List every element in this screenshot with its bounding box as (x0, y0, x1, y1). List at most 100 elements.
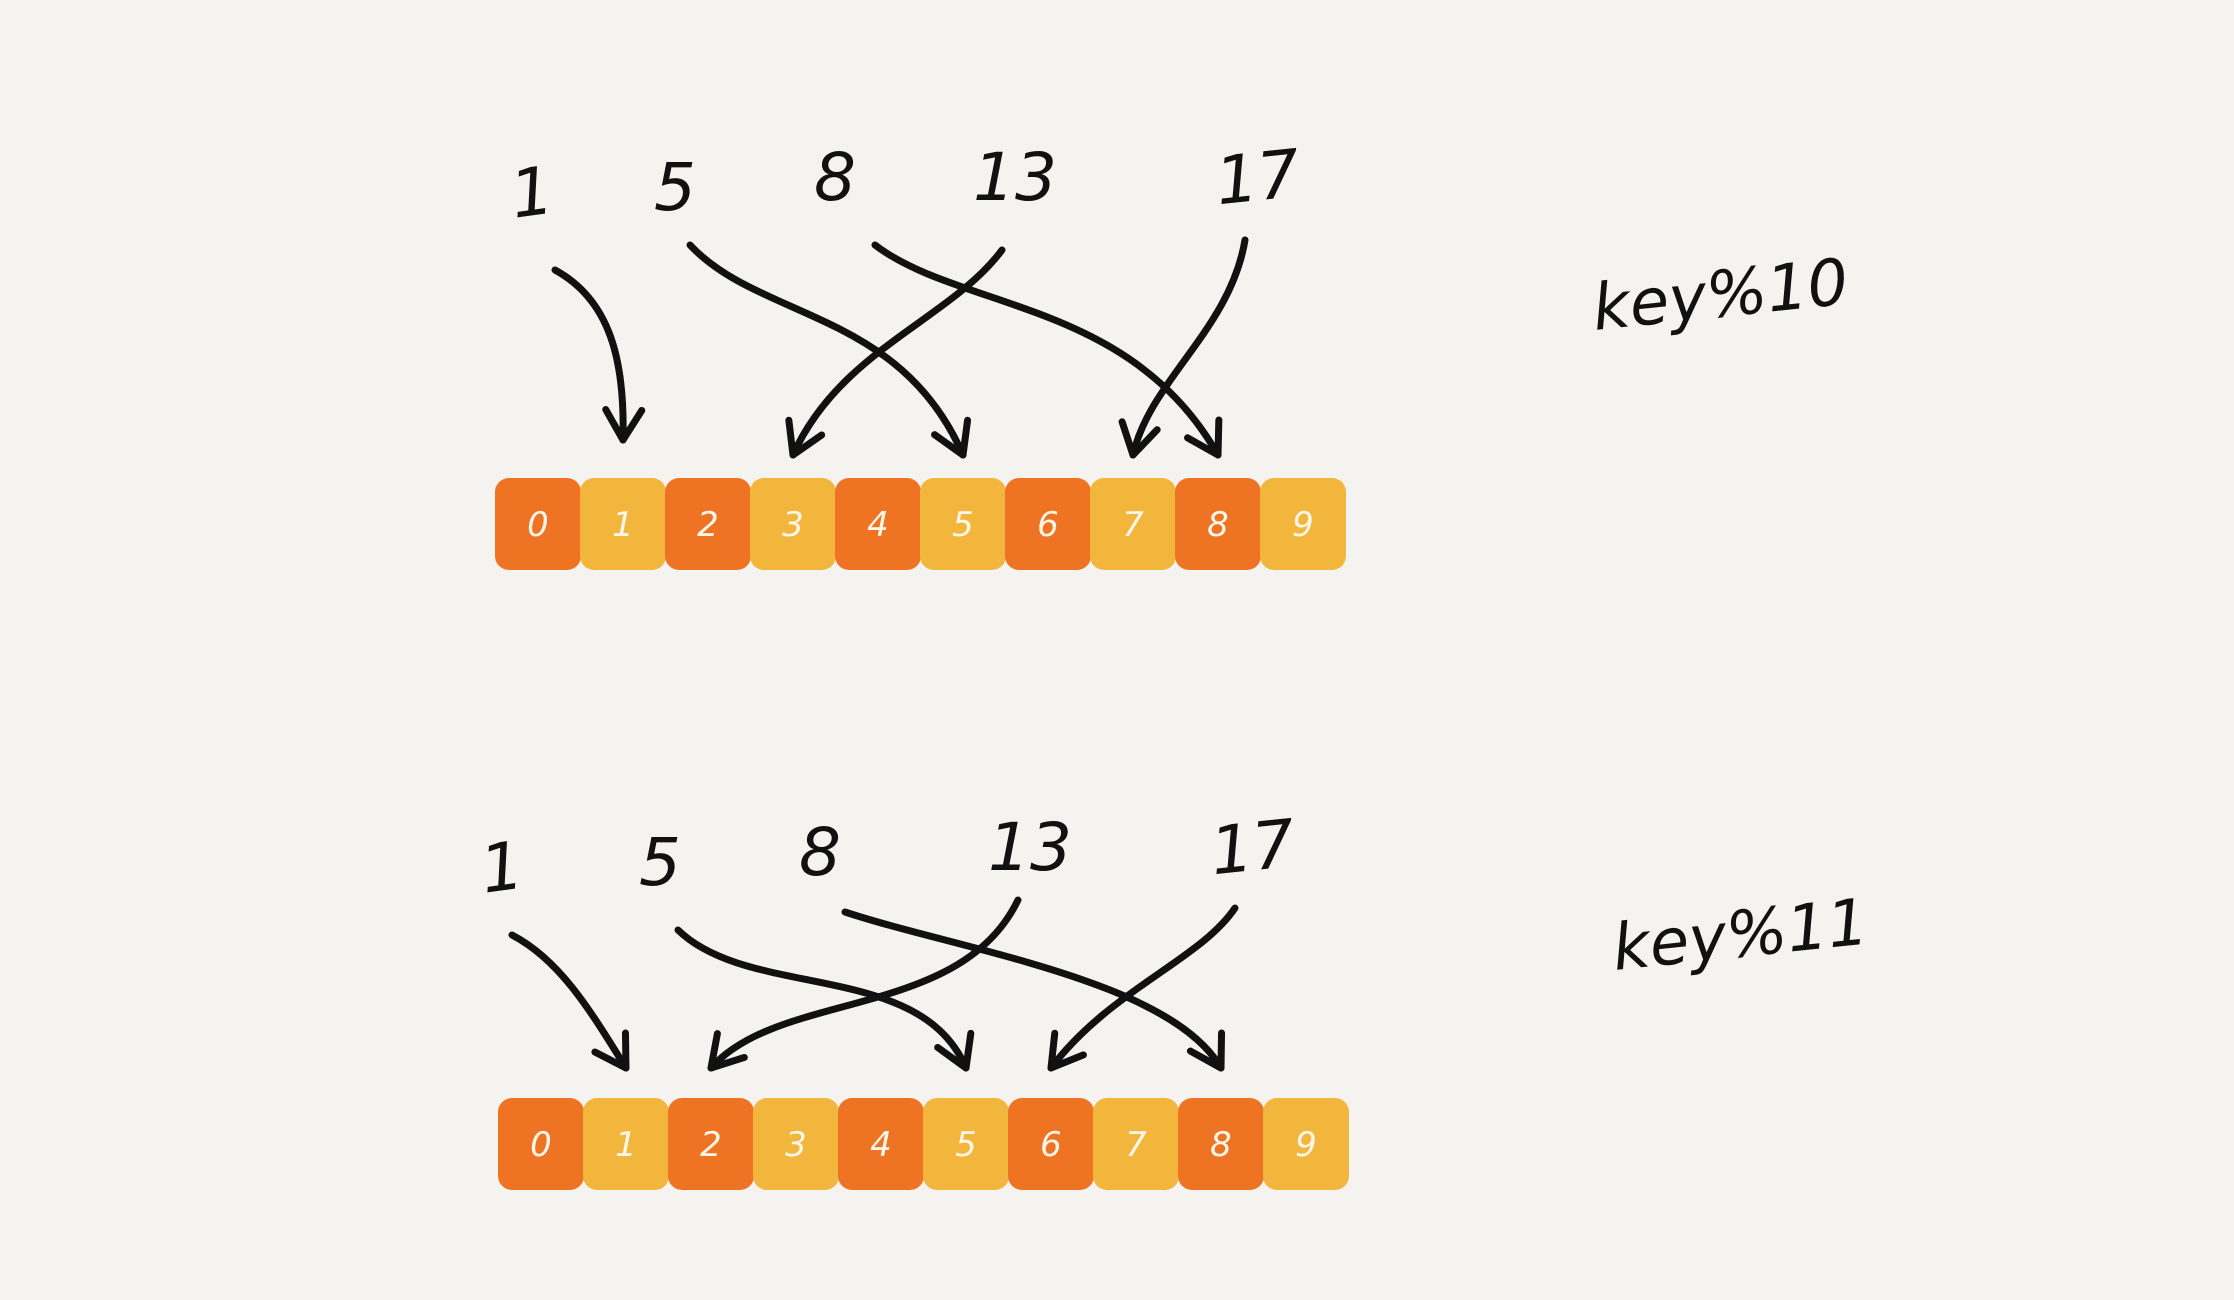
slot-cell-7: 7 (1090, 478, 1176, 570)
arrow-line (508, 931, 630, 1072)
key-13: 13 (973, 139, 1057, 216)
arrow-1-to-1 (508, 931, 630, 1072)
slot-label: 8 (1210, 1125, 1232, 1165)
slot-cell-8: 8 (1175, 478, 1261, 570)
slot-label: 3 (785, 1125, 807, 1165)
slot-label: 6 (1037, 505, 1059, 545)
arrow-head (602, 406, 646, 444)
slot-cell-4: 4 (838, 1098, 924, 1190)
arrow-head (1184, 416, 1223, 459)
slot-box (665, 478, 751, 570)
slot-box (838, 1098, 924, 1190)
slot-cell-9: 9 (1263, 1098, 1349, 1190)
key-13: 13 (988, 809, 1072, 886)
arrow-head (707, 1030, 748, 1072)
arrow-head (785, 416, 826, 459)
arrow-line (1047, 904, 1239, 1072)
key-1: 1 (476, 827, 528, 909)
key-8: 8 (799, 814, 841, 891)
arrow-17-to-6 (1047, 904, 1239, 1072)
slot-box (1260, 478, 1346, 570)
slot-box (750, 478, 836, 570)
slot-label: 9 (1295, 1125, 1317, 1165)
hash-table-row: 0 1 2 3 4 5 6 7 8 9 (495, 478, 1346, 570)
slot-label: 2 (700, 1125, 722, 1165)
slot-cell-3: 3 (750, 478, 836, 570)
arrow-1-to-1 (551, 266, 646, 444)
arrow-13-to-2 (707, 896, 1022, 1072)
arrow-5-to-5 (686, 241, 972, 459)
arrow-head (1118, 418, 1161, 459)
slot-cell-6: 6 (1005, 478, 1091, 570)
key-5: 5 (654, 149, 696, 226)
slot-cell-0: 0 (498, 1098, 584, 1190)
arrow-head (931, 416, 972, 459)
arrow-13-to-3 (785, 246, 1006, 459)
arrow-head (1047, 1029, 1087, 1072)
slot-cell-7: 7 (1093, 1098, 1179, 1190)
arrow-line (841, 908, 1225, 1072)
slot-label: 2 (697, 505, 719, 545)
hash-diagram-0: 0 1 2 3 4 5 6 7 8 9 1 5 8 13 17 key%10 (495, 135, 1852, 570)
slot-cell-5: 5 (920, 478, 1006, 570)
arrow-line (686, 241, 967, 459)
arrow-head (591, 1029, 630, 1072)
slot-box (580, 478, 666, 570)
slot-label: 6 (1040, 1125, 1062, 1165)
arrow-head (934, 1029, 975, 1072)
slot-box (920, 478, 1006, 570)
arrow-line (1129, 236, 1249, 459)
key-17: 17 (1212, 135, 1304, 220)
slot-label: 9 (1292, 505, 1314, 545)
slot-cell-2: 2 (665, 478, 751, 570)
slot-cell-4: 4 (835, 478, 921, 570)
slot-label: 1 (612, 505, 634, 545)
hash-function-label: key%10 (1589, 245, 1852, 345)
slot-cell-9: 9 (1260, 478, 1346, 570)
key-1: 1 (506, 152, 558, 234)
arrow-line (707, 896, 1022, 1072)
arrow-head (1186, 1029, 1226, 1072)
slot-label: 8 (1207, 505, 1229, 545)
hash-function-label: key%11 (1609, 885, 1872, 985)
slot-label: 7 (1122, 505, 1144, 545)
slot-label: 0 (527, 505, 549, 545)
key-8: 8 (814, 139, 856, 216)
slot-cell-1: 1 (583, 1098, 669, 1190)
arrow-8-to-8 (841, 908, 1226, 1072)
arrow-line (871, 241, 1222, 459)
slot-cell-1: 1 (580, 478, 666, 570)
arrow-line (674, 926, 970, 1072)
slot-box (923, 1098, 1009, 1190)
slot-box (668, 1098, 754, 1190)
slot-label: 5 (955, 1125, 977, 1165)
slot-cell-3: 3 (753, 1098, 839, 1190)
slot-box (835, 478, 921, 570)
slot-label: 4 (867, 505, 889, 545)
slot-label: 7 (1125, 1125, 1147, 1165)
slot-box (1008, 1098, 1094, 1190)
arrow-17-to-7 (1118, 236, 1249, 459)
arrow-5-to-5 (674, 926, 975, 1072)
arrow-line (789, 246, 1006, 459)
slot-box (583, 1098, 669, 1190)
slot-label: 0 (530, 1125, 552, 1165)
arrow-line (551, 266, 627, 444)
key-5: 5 (639, 824, 681, 901)
slot-box (1093, 1098, 1179, 1190)
slot-box (1175, 478, 1261, 570)
arrow-8-to-8 (871, 241, 1223, 459)
slot-label: 5 (952, 505, 974, 545)
slot-box (753, 1098, 839, 1190)
slot-box (1263, 1098, 1349, 1190)
slot-cell-2: 2 (668, 1098, 754, 1190)
slot-box (1178, 1098, 1264, 1190)
slot-cell-5: 5 (923, 1098, 1009, 1190)
slot-box (498, 1098, 584, 1190)
slot-cell-0: 0 (495, 478, 581, 570)
slot-label: 3 (782, 505, 804, 545)
slot-cell-8: 8 (1178, 1098, 1264, 1190)
